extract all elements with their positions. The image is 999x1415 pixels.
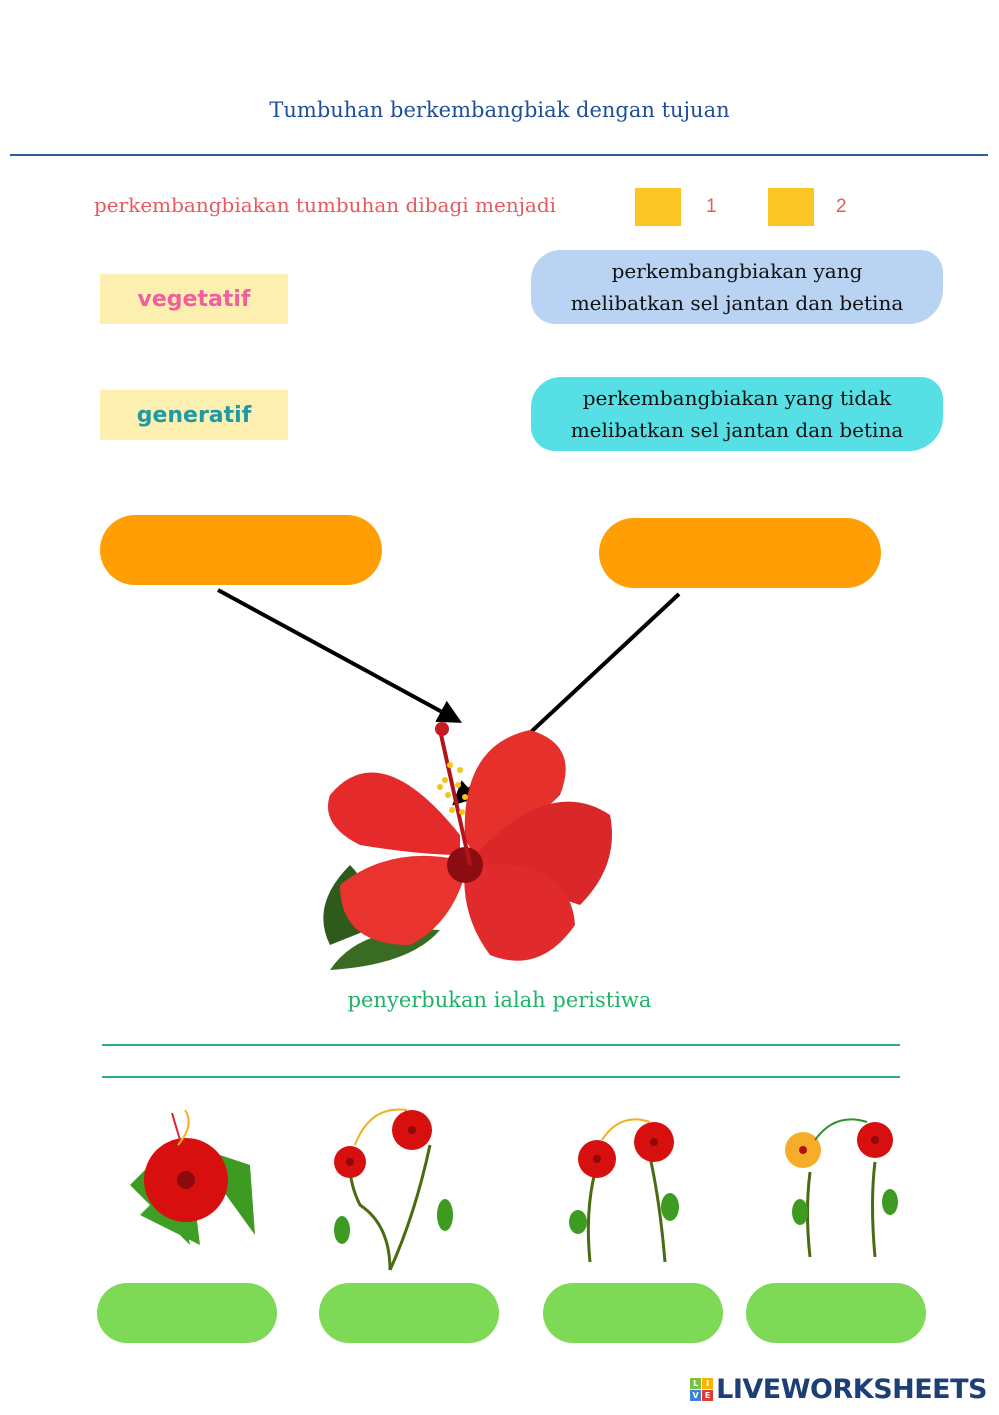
answer-number-1: 1 [706, 196, 717, 217]
answer-pill-2[interactable] [319, 1283, 499, 1343]
answer-pill-3[interactable] [543, 1283, 723, 1343]
pollination-same-plant-icon [334, 1108, 453, 1271]
definition-line: perkembangbiakan yang tidak [582, 386, 892, 410]
term-vegetatif[interactable]: vegetatif [100, 274, 288, 324]
self-pollination-single-flower-icon [130, 1109, 255, 1245]
lead-question: perkembangbiakan tumbuhan dibagi menjadi [94, 193, 557, 217]
answer-box-flower-part-left[interactable] [100, 515, 382, 585]
logo-letter: L [690, 1378, 702, 1389]
definition-line: melibatkan sel jantan dan betina [570, 291, 904, 315]
definition-vegetatif[interactable]: perkembangbiakan yang tidak melibatkan se… [531, 377, 943, 451]
liveworksheets-brand: L I V E LIVEWORKSHEETS [690, 1374, 987, 1405]
answer-pill-4[interactable] [746, 1283, 926, 1343]
answer-number-2: 2 [836, 196, 847, 217]
pollination-prompt: penyerbukan ialah peristiwa [347, 988, 652, 1012]
logo-letter: I [702, 1378, 714, 1389]
answer-pill-1[interactable] [97, 1283, 277, 1343]
cross-pollination-different-type-icon [785, 1118, 898, 1258]
logo-letter: E [702, 1390, 714, 1401]
arrow-to-pistil [217, 588, 463, 723]
answer-line-pollination-2[interactable] [102, 1076, 900, 1078]
definition-line: melibatkan sel jantan dan betina [570, 418, 904, 442]
answer-line-pollination-1[interactable] [102, 1044, 900, 1046]
cross-pollination-same-type-icon [569, 1118, 679, 1263]
answer-box-2[interactable] [768, 188, 814, 226]
brand-name: LIVEWORKSHEETS [716, 1374, 987, 1405]
logo-letter: V [690, 1390, 702, 1401]
answer-box-1[interactable] [635, 188, 681, 226]
liveworksheets-logo-icon: L I V E [690, 1378, 714, 1401]
definition-generatif[interactable]: perkembangbiakan yang melibatkan sel jant… [531, 250, 943, 324]
page-title: Tumbuhan berkembangbiak dengan tujuan [269, 98, 730, 122]
term-generatif[interactable]: generatif [100, 390, 288, 440]
hibiscus-flower-icon [323, 722, 612, 970]
answer-line-title[interactable] [10, 154, 988, 156]
answer-box-flower-part-right[interactable] [599, 518, 881, 588]
definition-line: perkembangbiakan yang [611, 259, 863, 283]
